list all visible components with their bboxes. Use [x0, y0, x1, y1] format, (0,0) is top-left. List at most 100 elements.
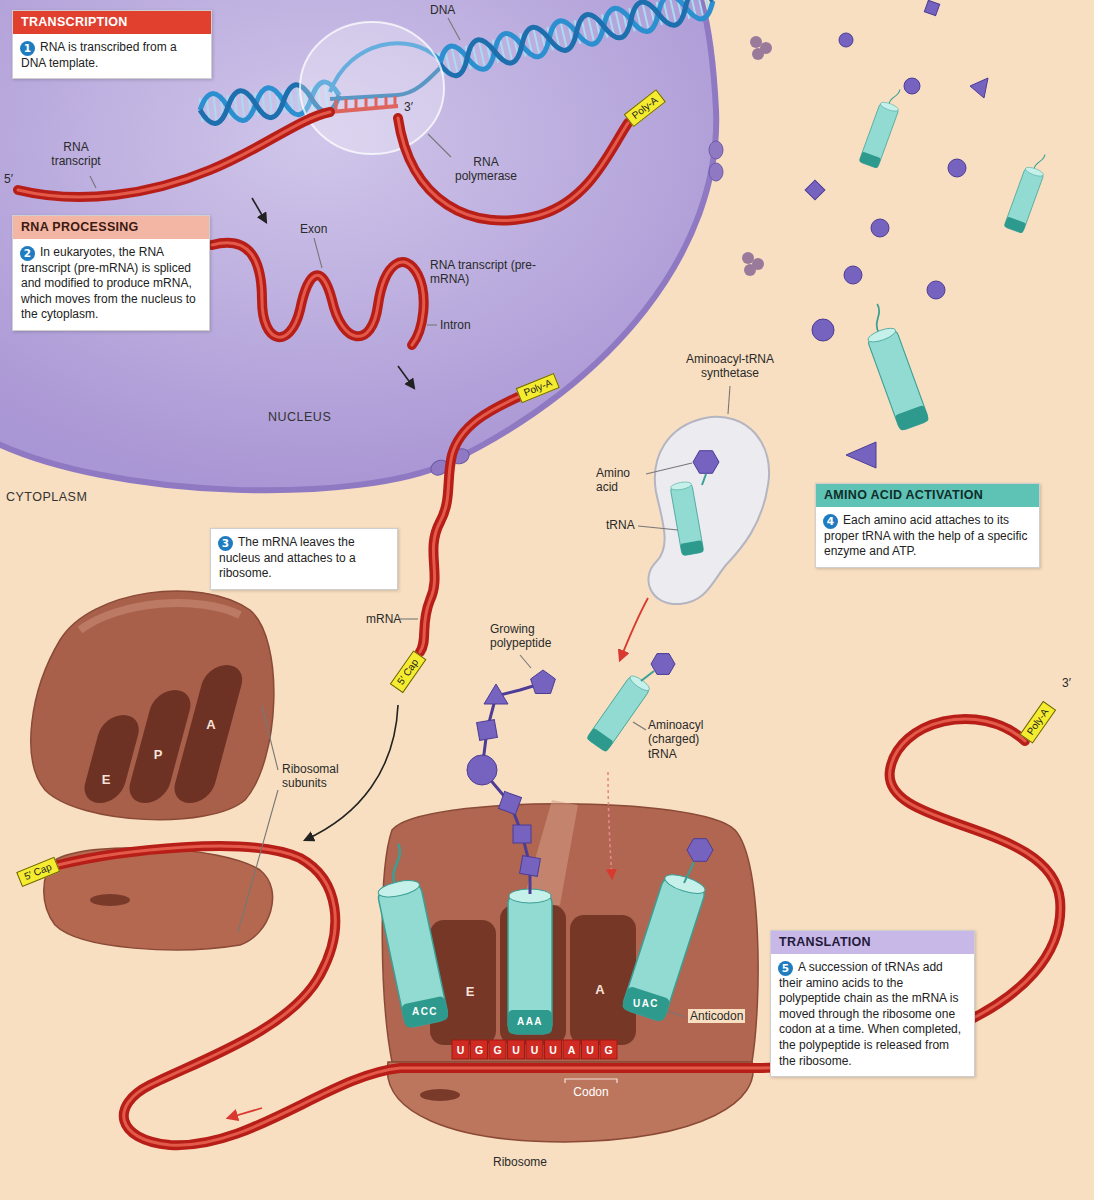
codon-tile [545, 1040, 562, 1059]
leader-line [427, 324, 437, 325]
ribosome [420, 1089, 460, 1101]
free-amino-acid [948, 159, 966, 177]
free-trna [857, 301, 930, 431]
site-letter: A [595, 982, 604, 998]
leader-line [448, 18, 460, 40]
aminoacyl-trna-synthetase [670, 481, 704, 556]
growing-polypeptide [477, 720, 498, 741]
leader-line [728, 386, 730, 414]
ribosome [570, 915, 636, 1045]
charged-trna [687, 839, 713, 862]
codon-base: G [604, 1043, 612, 1056]
part-label: RNA transcript (pre-mRNA) [430, 258, 540, 287]
trna [508, 889, 552, 1034]
aminoacyl-trna-synthetase [702, 474, 706, 485]
dna-helix [437, 0, 717, 79]
free-amino-acid [904, 78, 920, 94]
leader-line [668, 1011, 685, 1017]
charged-trna [586, 654, 713, 883]
codon-base: U [531, 1043, 539, 1056]
ribosomal-subunit [80, 665, 247, 803]
end-tag: Poly-A [624, 89, 667, 127]
box-heading: TRANSLATION [771, 931, 974, 954]
growing-polypeptide [513, 825, 531, 843]
free-amino-acid [970, 78, 988, 98]
leader-line [314, 238, 322, 268]
mrna-ribbon [58, 719, 1060, 1145]
trna [508, 889, 552, 1034]
rna-ribbon [212, 243, 424, 345]
ribosome [387, 1062, 753, 1142]
ribosomal-subunit [31, 591, 274, 950]
trna [376, 877, 449, 1028]
tag-text: 5′ Cap [395, 657, 421, 687]
aminoacyl-trna-synthetase [693, 451, 719, 474]
nuclear-pore [709, 163, 723, 181]
tag-text: Poly-A [1025, 706, 1052, 737]
codon-tile [526, 1040, 543, 1059]
rna-ribbon [18, 112, 330, 197]
charged-trna [641, 671, 654, 681]
site-letter: P [154, 747, 163, 763]
dna-helix [198, 0, 716, 125]
callout-number: 3 [218, 536, 233, 551]
charged-trna [651, 654, 675, 675]
box-text: The mRNA leaves the nucleus and attaches… [211, 529, 397, 589]
part-label: mRNA [366, 612, 401, 626]
site-letter: E [102, 772, 111, 788]
anticodon-bases: AAA [517, 1016, 543, 1028]
flow-arrow [608, 772, 612, 878]
free-amino-acid [839, 33, 853, 47]
codon-tile [489, 1040, 506, 1059]
box-heading: RNA PROCESSING [13, 216, 209, 239]
leader-line [633, 722, 646, 730]
charged-trna [586, 673, 652, 752]
codon-base: U [457, 1043, 465, 1056]
rna-ribbon [420, 397, 518, 652]
free-amino-acid [924, 0, 939, 15]
rna-ribbon [18, 112, 330, 197]
region-label: CYTOPLASM [6, 490, 87, 505]
callout-number-text: 5 [778, 961, 793, 976]
codon-base: U [549, 1043, 557, 1056]
callout-box: TRANSLATIONA succession of tRNAs add the… [770, 930, 975, 1077]
free-trna [1004, 165, 1045, 233]
tag-text: 5′ Cap [23, 861, 54, 883]
callout-box: The mRNA leaves the nucleus and attaches… [210, 528, 398, 590]
growing-polypeptide [531, 670, 556, 694]
free-amino-acid-cluster [744, 264, 756, 276]
charged-trna [586, 673, 652, 752]
codon-base: G [493, 1043, 501, 1056]
codon-base: G [475, 1043, 483, 1056]
codon-base: U [586, 1043, 594, 1056]
trna [368, 841, 708, 1034]
leader-line [262, 706, 278, 770]
dna-helix [437, 0, 717, 79]
nucleus [0, 0, 716, 490]
process-arrow [398, 366, 414, 388]
callout-number: 2 [20, 246, 35, 261]
callout-number-text: 1 [20, 41, 35, 56]
region-label: NUCLEUS [268, 410, 331, 425]
growing-polypeptide [484, 684, 508, 704]
growing-polypeptide [520, 856, 541, 877]
free-amino-acid [927, 281, 945, 299]
free-trna [859, 85, 906, 169]
leader-line [428, 134, 451, 157]
part-label: Codon [573, 1085, 608, 1099]
codon-tile [452, 1040, 617, 1059]
end-label: 5′ [4, 172, 13, 186]
flow-arrow [228, 1108, 262, 1118]
site-letter: E [466, 984, 475, 1000]
growing-polypeptide [482, 683, 543, 894]
mrna-ribbon [58, 719, 1060, 1145]
free-trna [857, 85, 1051, 431]
ribosomal-subunit [80, 603, 240, 630]
free-amino-acid [871, 219, 889, 237]
rna-ribbon [18, 112, 628, 652]
part-label: tRNA [606, 518, 635, 532]
growing-polypeptide [467, 755, 497, 785]
process-arrow [252, 198, 414, 840]
callout-box: RNA PROCESSINGIn eukaryotes, the RNA tra… [12, 215, 210, 331]
